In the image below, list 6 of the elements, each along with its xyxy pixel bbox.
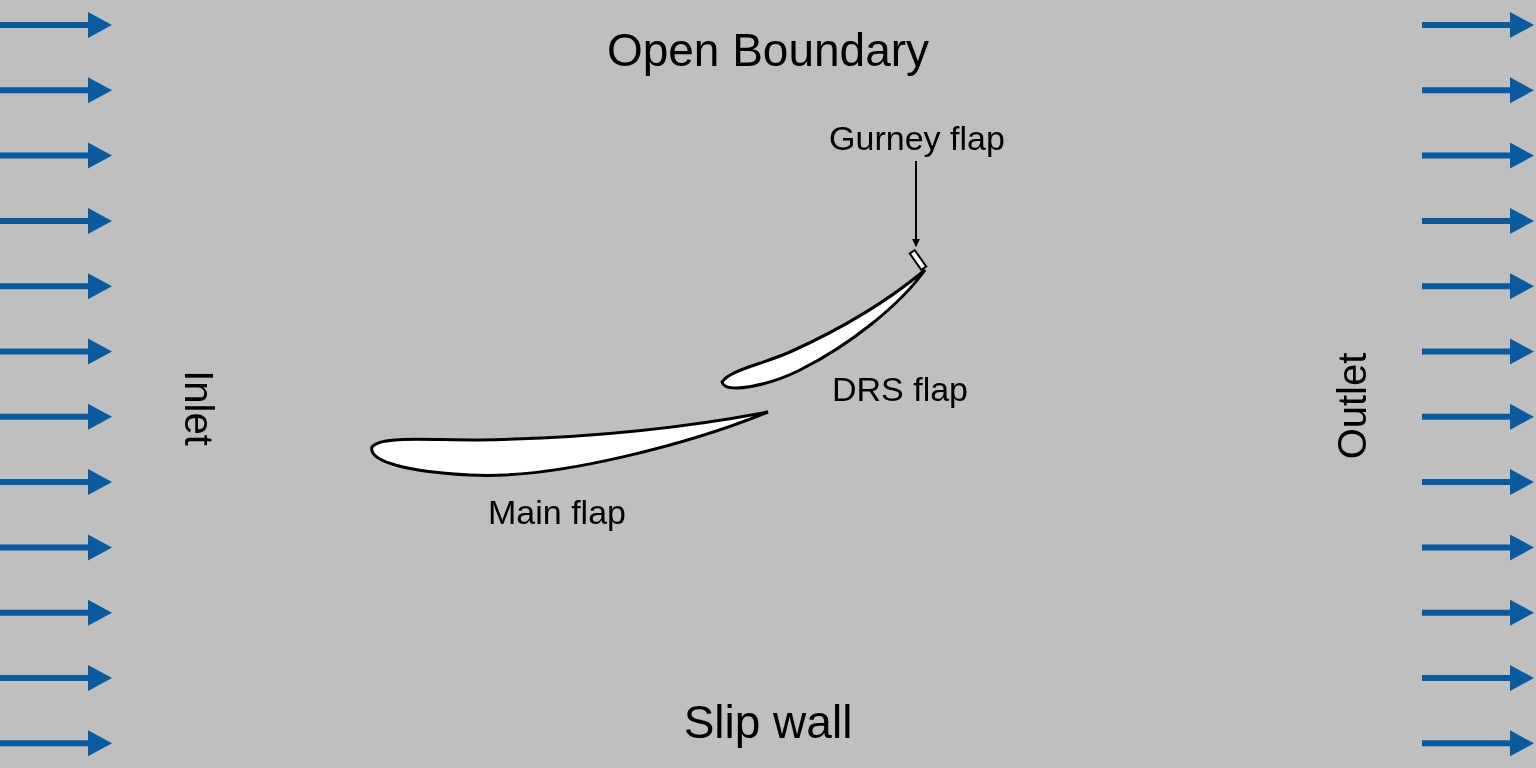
- part-label: Gurney flap: [829, 121, 1005, 155]
- boundary-label: Inlet: [179, 370, 219, 446]
- part-label: DRS flap: [831, 372, 969, 406]
- boundary-label: Outlet: [1332, 352, 1372, 460]
- part-label: Main flap: [488, 495, 626, 529]
- leader-arrow: [912, 160, 920, 247]
